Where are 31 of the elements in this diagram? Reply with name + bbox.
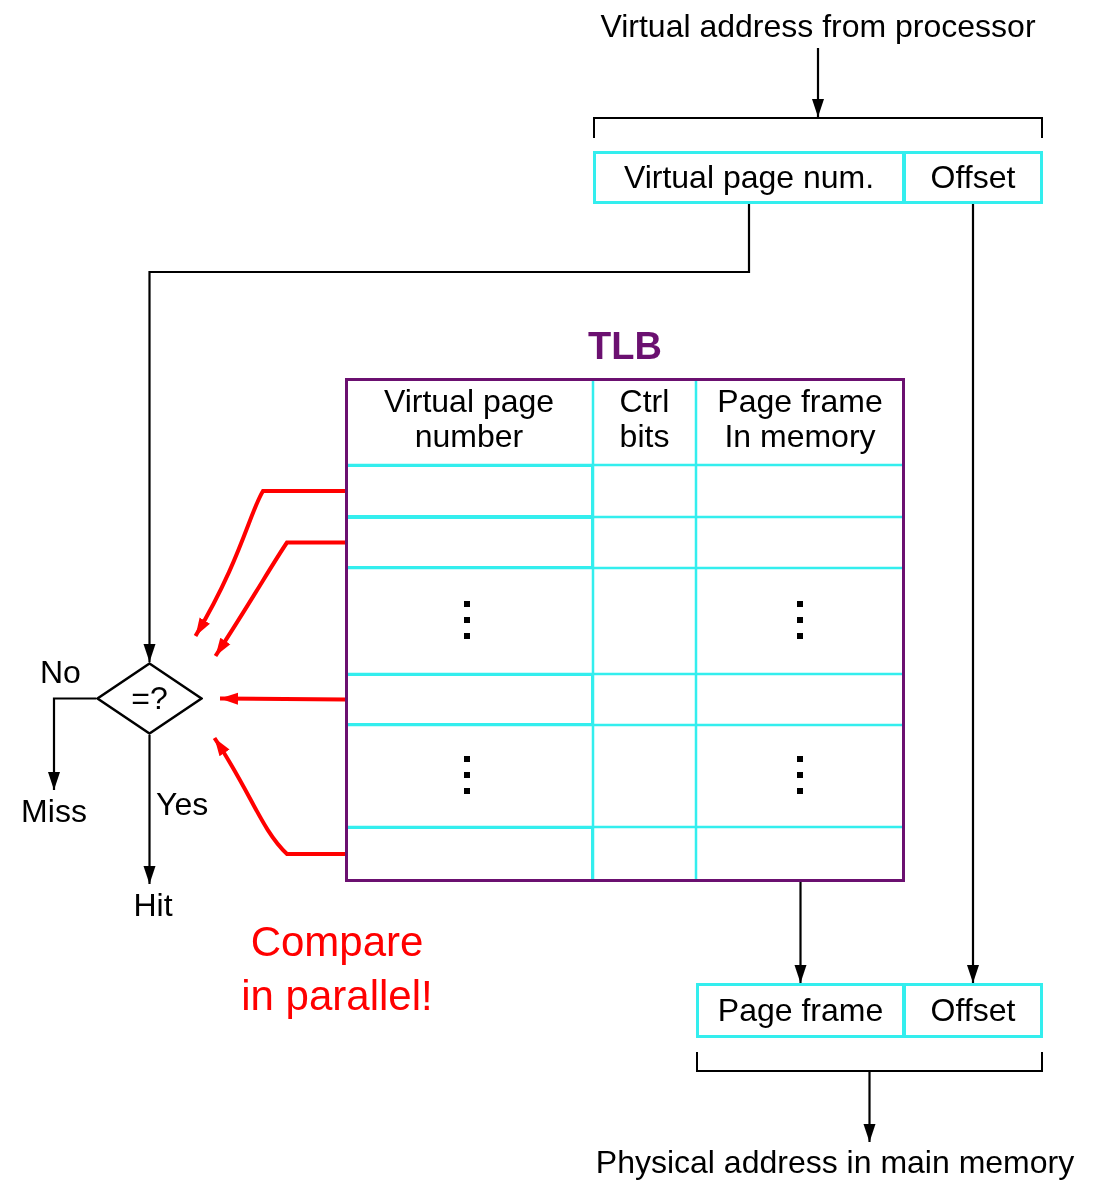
table-cell	[345, 827, 593, 881]
column-header: Ctrl bits	[593, 378, 696, 465]
arrow	[220, 692, 345, 705]
heading-text: Virtual address from processor	[548, 4, 1088, 48]
bracket	[696, 1052, 1043, 1072]
field-box: Offset	[903, 151, 1043, 204]
heading-text: Physical address in main memory	[552, 1142, 1118, 1182]
table-cell	[345, 517, 593, 568]
table-cell	[345, 465, 593, 517]
note-text: Compare in parallel!	[240, 917, 434, 1021]
arrow	[213, 540, 345, 658]
arrow	[193, 489, 345, 637]
arrow	[143, 204, 751, 662]
column-header: Virtual page number	[345, 378, 593, 465]
field-box: Virtual page num.	[593, 151, 905, 204]
arrow	[794, 882, 807, 983]
arrow	[812, 48, 824, 117]
outcome-text: Hit	[122, 884, 184, 926]
table-cell	[345, 674, 593, 725]
arrow	[48, 697, 96, 790]
arrow	[863, 1072, 876, 1142]
field-box: Offset	[903, 983, 1043, 1038]
arrow	[143, 735, 156, 884]
column-header: Page frame In memory	[696, 378, 904, 465]
outcome-text: Miss	[12, 790, 96, 832]
arrow	[967, 204, 979, 983]
table-title: TLB	[587, 324, 663, 368]
decision-diamond: =?	[96, 662, 203, 735]
arrow	[212, 736, 345, 856]
field-box: Page frame	[696, 983, 905, 1038]
bracket	[593, 117, 1043, 138]
